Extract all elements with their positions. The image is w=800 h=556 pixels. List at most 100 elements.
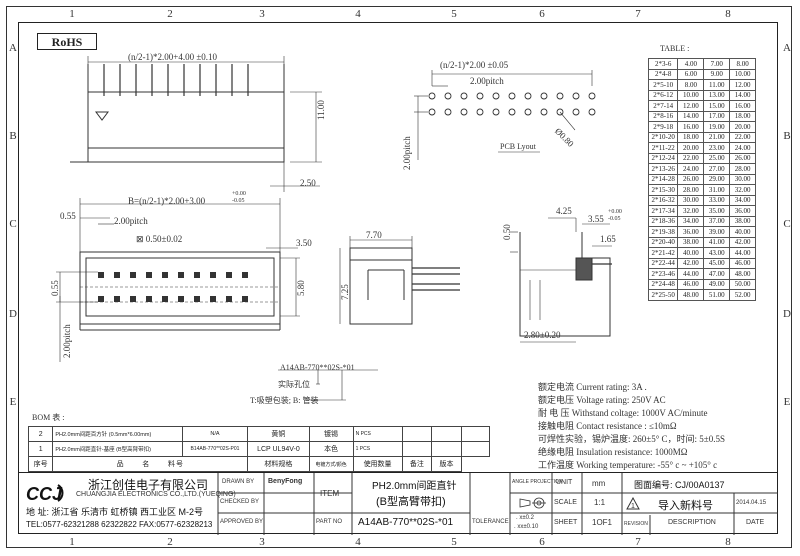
sheet-label: SHEET	[554, 519, 578, 526]
spec-current: 额定电流 Current rating: 3A .	[538, 382, 647, 392]
bom-table: 2 PH2.0mm间距百方针 (0.5mm*6.00mm) N/A 黄铜 镀锡 …	[27, 426, 491, 472]
bom-header-part-no: 料号	[167, 461, 184, 468]
scale-value: 1:1	[594, 498, 606, 507]
dim-table-cell: 2*10-20	[647, 131, 679, 143]
drawing-frame	[18, 22, 778, 534]
unit-value: mm	[592, 479, 606, 488]
dim-2-80: 2.80±0.20	[524, 330, 561, 340]
bom-header-row: 序号 品 名 料号 材料规格 电镀方式/颜色 使用数量 备注 版本	[27, 456, 490, 472]
dim-table-cell: 34.00	[729, 194, 756, 206]
bom-cell: N PCS	[352, 426, 403, 442]
spec-temperature: 工作温度 Working temperature: -55° c ~ +105°…	[538, 460, 718, 470]
dim-table-cell: 42.00	[729, 236, 756, 248]
zone-row-e: E	[9, 396, 17, 408]
bom-header: 使用数量	[352, 456, 403, 472]
approved-by-label: APPROVED BY	[220, 519, 264, 525]
zone-row-a-right: A	[783, 42, 791, 54]
zone-col-3: 3	[259, 8, 265, 20]
dim-table-cell: 8.00	[729, 58, 756, 70]
dim-table-cell: 30.00	[677, 194, 705, 206]
dim-0-55-side: 0.55	[50, 280, 60, 296]
part-no-label: PART NO	[316, 519, 343, 525]
dim-table-cell: 40.00	[729, 226, 756, 238]
dim-table-cell: 25.00	[703, 152, 731, 164]
dim-0-50: 0.50	[502, 224, 512, 240]
dim-table-cell: 50.00	[729, 278, 756, 290]
dim-table-cell: 2*19-38	[647, 226, 679, 238]
dim-table-cell: 17.00	[703, 110, 731, 122]
dim-table-cell: 24.00	[677, 163, 705, 175]
tolerance-two-decimal: . xx±0.10	[514, 524, 539, 530]
zone-col-2: 2	[167, 8, 173, 20]
dim-table-cell: 2*22-44	[647, 257, 679, 269]
dim-table-cell: 29.00	[703, 173, 731, 185]
tolerance-label: TOLERANCE	[472, 519, 509, 525]
dim-table-cell: 2*13-26	[647, 163, 679, 175]
company-logo: CCJ	[26, 484, 64, 504]
dim-3-55: 3.55	[588, 214, 604, 224]
actual-hole-label: 实际孔位	[278, 380, 310, 389]
spec-withstand: 耐 电 压 Withstand coltage: 1000V AC/minute	[538, 408, 708, 418]
bom-header: 版本	[431, 456, 462, 472]
zone-col-1-bottom: 1	[69, 536, 75, 548]
bom-cell: 镀锡	[308, 426, 354, 442]
spec-list: 额定电流 Current rating: 3A . 额定电压 Voltage r…	[538, 380, 725, 471]
dim-table-cell: 30.00	[729, 173, 756, 185]
item-name-line1: PH2.0mm间距直针	[372, 481, 457, 492]
description-label: DESCRIPTION	[668, 519, 716, 526]
dim-table-cell: 40.00	[677, 247, 705, 259]
drawn-by-label: DRAWN BY	[222, 479, 255, 485]
bom-cell: 黄铜	[247, 426, 310, 442]
dim-table-cell: 41.00	[703, 236, 731, 248]
zone-row-d: D	[9, 308, 17, 320]
dim-pcb-formula: (n/2-1)*2.00 ±0.05	[440, 60, 509, 70]
dim-3-55-tol-plus: +0.00	[608, 209, 622, 215]
company-name-en: CHUANGJIA ELECTRONICS CO.,LTD.(YUEQING)	[76, 491, 236, 498]
bom-header-name: 品 名 料号	[52, 456, 249, 472]
dim-table-cell: 2*23-46	[647, 268, 679, 280]
bom-cell: 2	[27, 426, 54, 442]
dim-table-cell: 44.00	[729, 247, 756, 259]
item-name-line2: (B型高臂带扣)	[376, 496, 446, 508]
dim-table-cell: 36.00	[729, 205, 756, 217]
company-address: 地 址: 浙江省 乐清市 虹桥镇 西工业区 M-2号	[26, 507, 204, 517]
dim-table-cell: 33.00	[703, 194, 731, 206]
dim-table-cell: 48.00	[729, 268, 756, 280]
dim-pcb-pitch: 2.00pitch	[470, 76, 504, 86]
bom-cell	[431, 441, 462, 457]
dim-table-cell: 46.00	[677, 278, 705, 290]
dim-table-cell: 26.00	[729, 152, 756, 164]
zone-col-1: 1	[69, 8, 75, 20]
dim-table-cell: 19.00	[703, 121, 731, 133]
dim-table-cell: 45.00	[703, 257, 731, 269]
zone-col-6: 6	[539, 8, 545, 20]
revision-label: REVISION	[624, 521, 648, 527]
bom-header: 电镀方式/颜色	[308, 456, 354, 472]
dim-table-cell: 35.00	[703, 205, 731, 217]
zone-col-8: 8	[725, 8, 731, 20]
section-view	[510, 217, 612, 343]
bom-header-ming: 名	[142, 461, 151, 468]
dim-7-70: 7.70	[366, 230, 382, 240]
dim-table-cell: 12.00	[729, 79, 756, 91]
bom-cell: B14AB-770**02S-P01	[181, 441, 249, 457]
dim-table-cell: 2*8-16	[647, 110, 679, 122]
zone-col-2-bottom: 2	[167, 536, 173, 548]
bom-cell	[431, 426, 462, 442]
dim-table-cell: 2*16-32	[647, 194, 679, 206]
dim-table-cell: 2*17-34	[647, 205, 679, 217]
dim-table-cell: 22.00	[729, 131, 756, 143]
zone-col-6-bottom: 6	[539, 536, 545, 548]
bom-cell: N/A	[181, 426, 249, 442]
drawer-name: BenyFong	[268, 478, 303, 485]
dim-table-cell: 28.00	[729, 163, 756, 175]
dim-7-25: 7.25	[340, 284, 350, 300]
